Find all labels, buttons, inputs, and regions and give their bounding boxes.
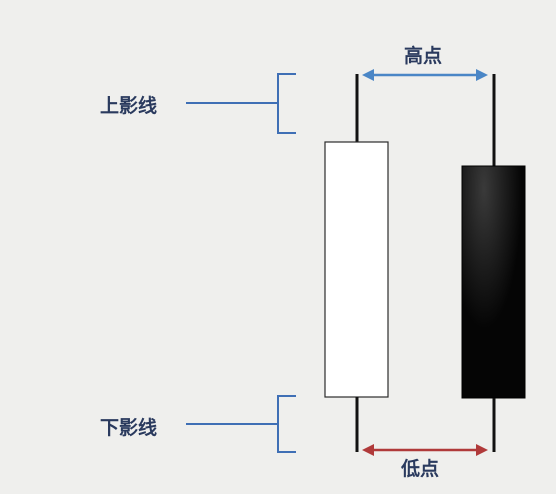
- bear-candle-body: [461, 165, 526, 399]
- bull-candle-body: [324, 141, 389, 398]
- high-point-arrow-right-head: [476, 69, 488, 81]
- low-point-arrow-left-head: [362, 444, 374, 456]
- high-point-arrow-left-head: [362, 69, 374, 81]
- lower-shadow-bracket: [277, 395, 296, 453]
- lower-shadow-label: 下影线: [100, 417, 158, 439]
- upper-shadow-bracket: [277, 73, 296, 134]
- upper-shadow-label: 上影线: [100, 95, 158, 117]
- low-point-label: 低点: [401, 458, 440, 480]
- low-point-arrow-right-head: [476, 444, 488, 456]
- high-point-label: 高点: [404, 45, 443, 67]
